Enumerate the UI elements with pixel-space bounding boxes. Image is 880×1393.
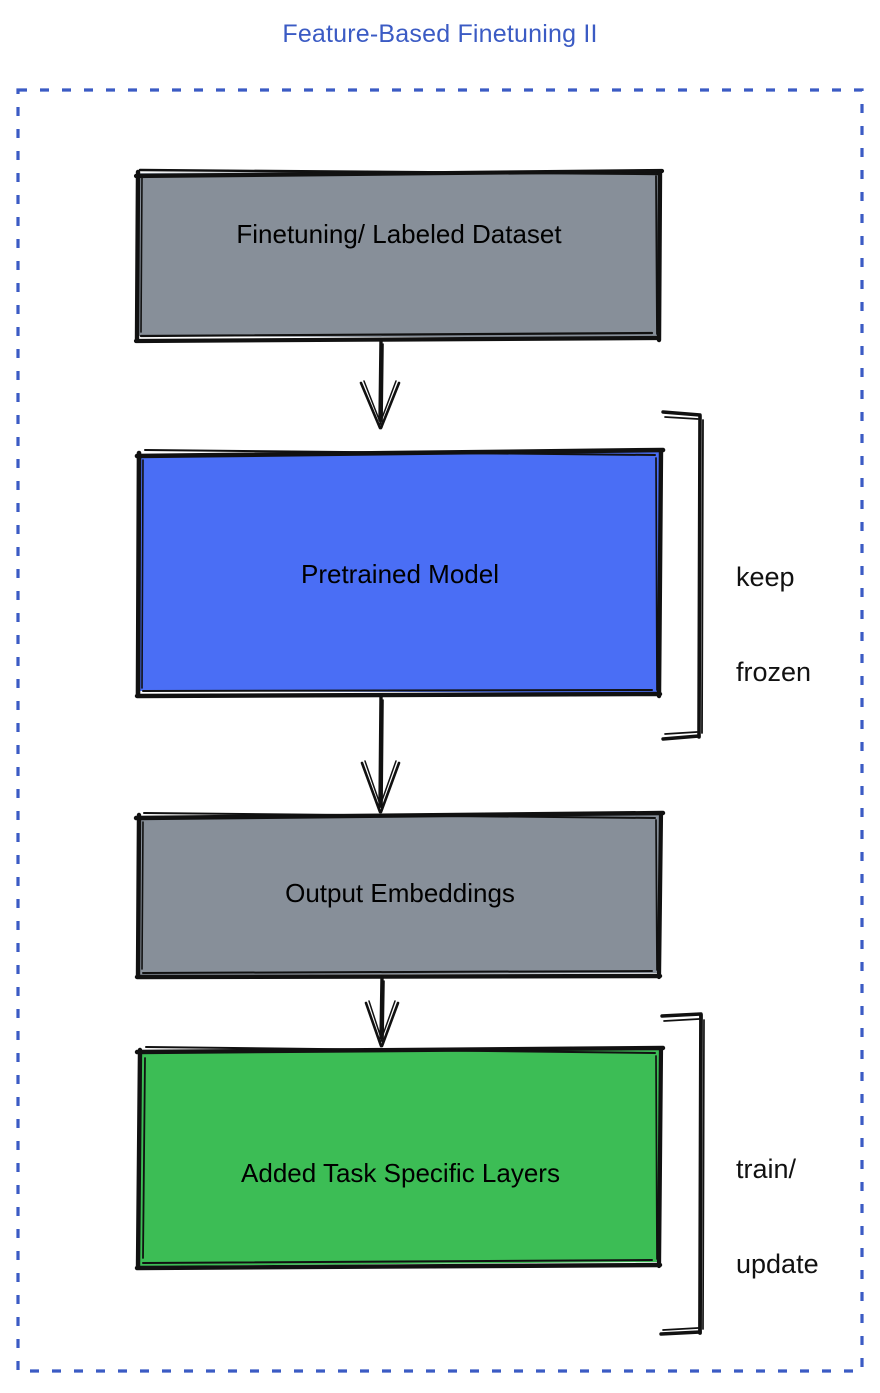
annotation-keep-frozen: keep frozen <box>736 498 811 753</box>
bracket-keep-frozen <box>661 410 704 741</box>
annotation-train-update-line2: update <box>736 1249 819 1280</box>
edge-model-to-embeddings <box>360 695 401 814</box>
node-output-embeddings[interactable] <box>133 810 666 980</box>
edge-embeddings-to-task-layers <box>364 976 400 1048</box>
node-label-output-embeddings: Output Embeddings <box>285 878 515 908</box>
node-dataset[interactable] <box>133 168 665 344</box>
edge-dataset-to-model <box>359 339 401 430</box>
node-label-dataset: Finetuning/ Labeled Dataset <box>236 219 562 249</box>
bracket-train-update <box>659 1012 705 1336</box>
node-label-pretrained-model: Pretrained Model <box>301 559 499 589</box>
page-title: Feature-Based Finetuning II <box>282 20 598 48</box>
annotation-keep-frozen-line1: keep <box>736 561 795 592</box>
dashed-container-border <box>16 88 864 1373</box>
node-label-task-layers: Added Task Specific Layers <box>241 1158 560 1188</box>
annotation-train-update-line1: train/ <box>736 1153 797 1184</box>
node-task-layers[interactable] <box>134 1045 666 1271</box>
node-pretrained-model[interactable] <box>134 447 666 699</box>
annotation-keep-frozen-line2: frozen <box>736 657 812 688</box>
annotation-train-update: train/ update <box>736 1090 819 1345</box>
